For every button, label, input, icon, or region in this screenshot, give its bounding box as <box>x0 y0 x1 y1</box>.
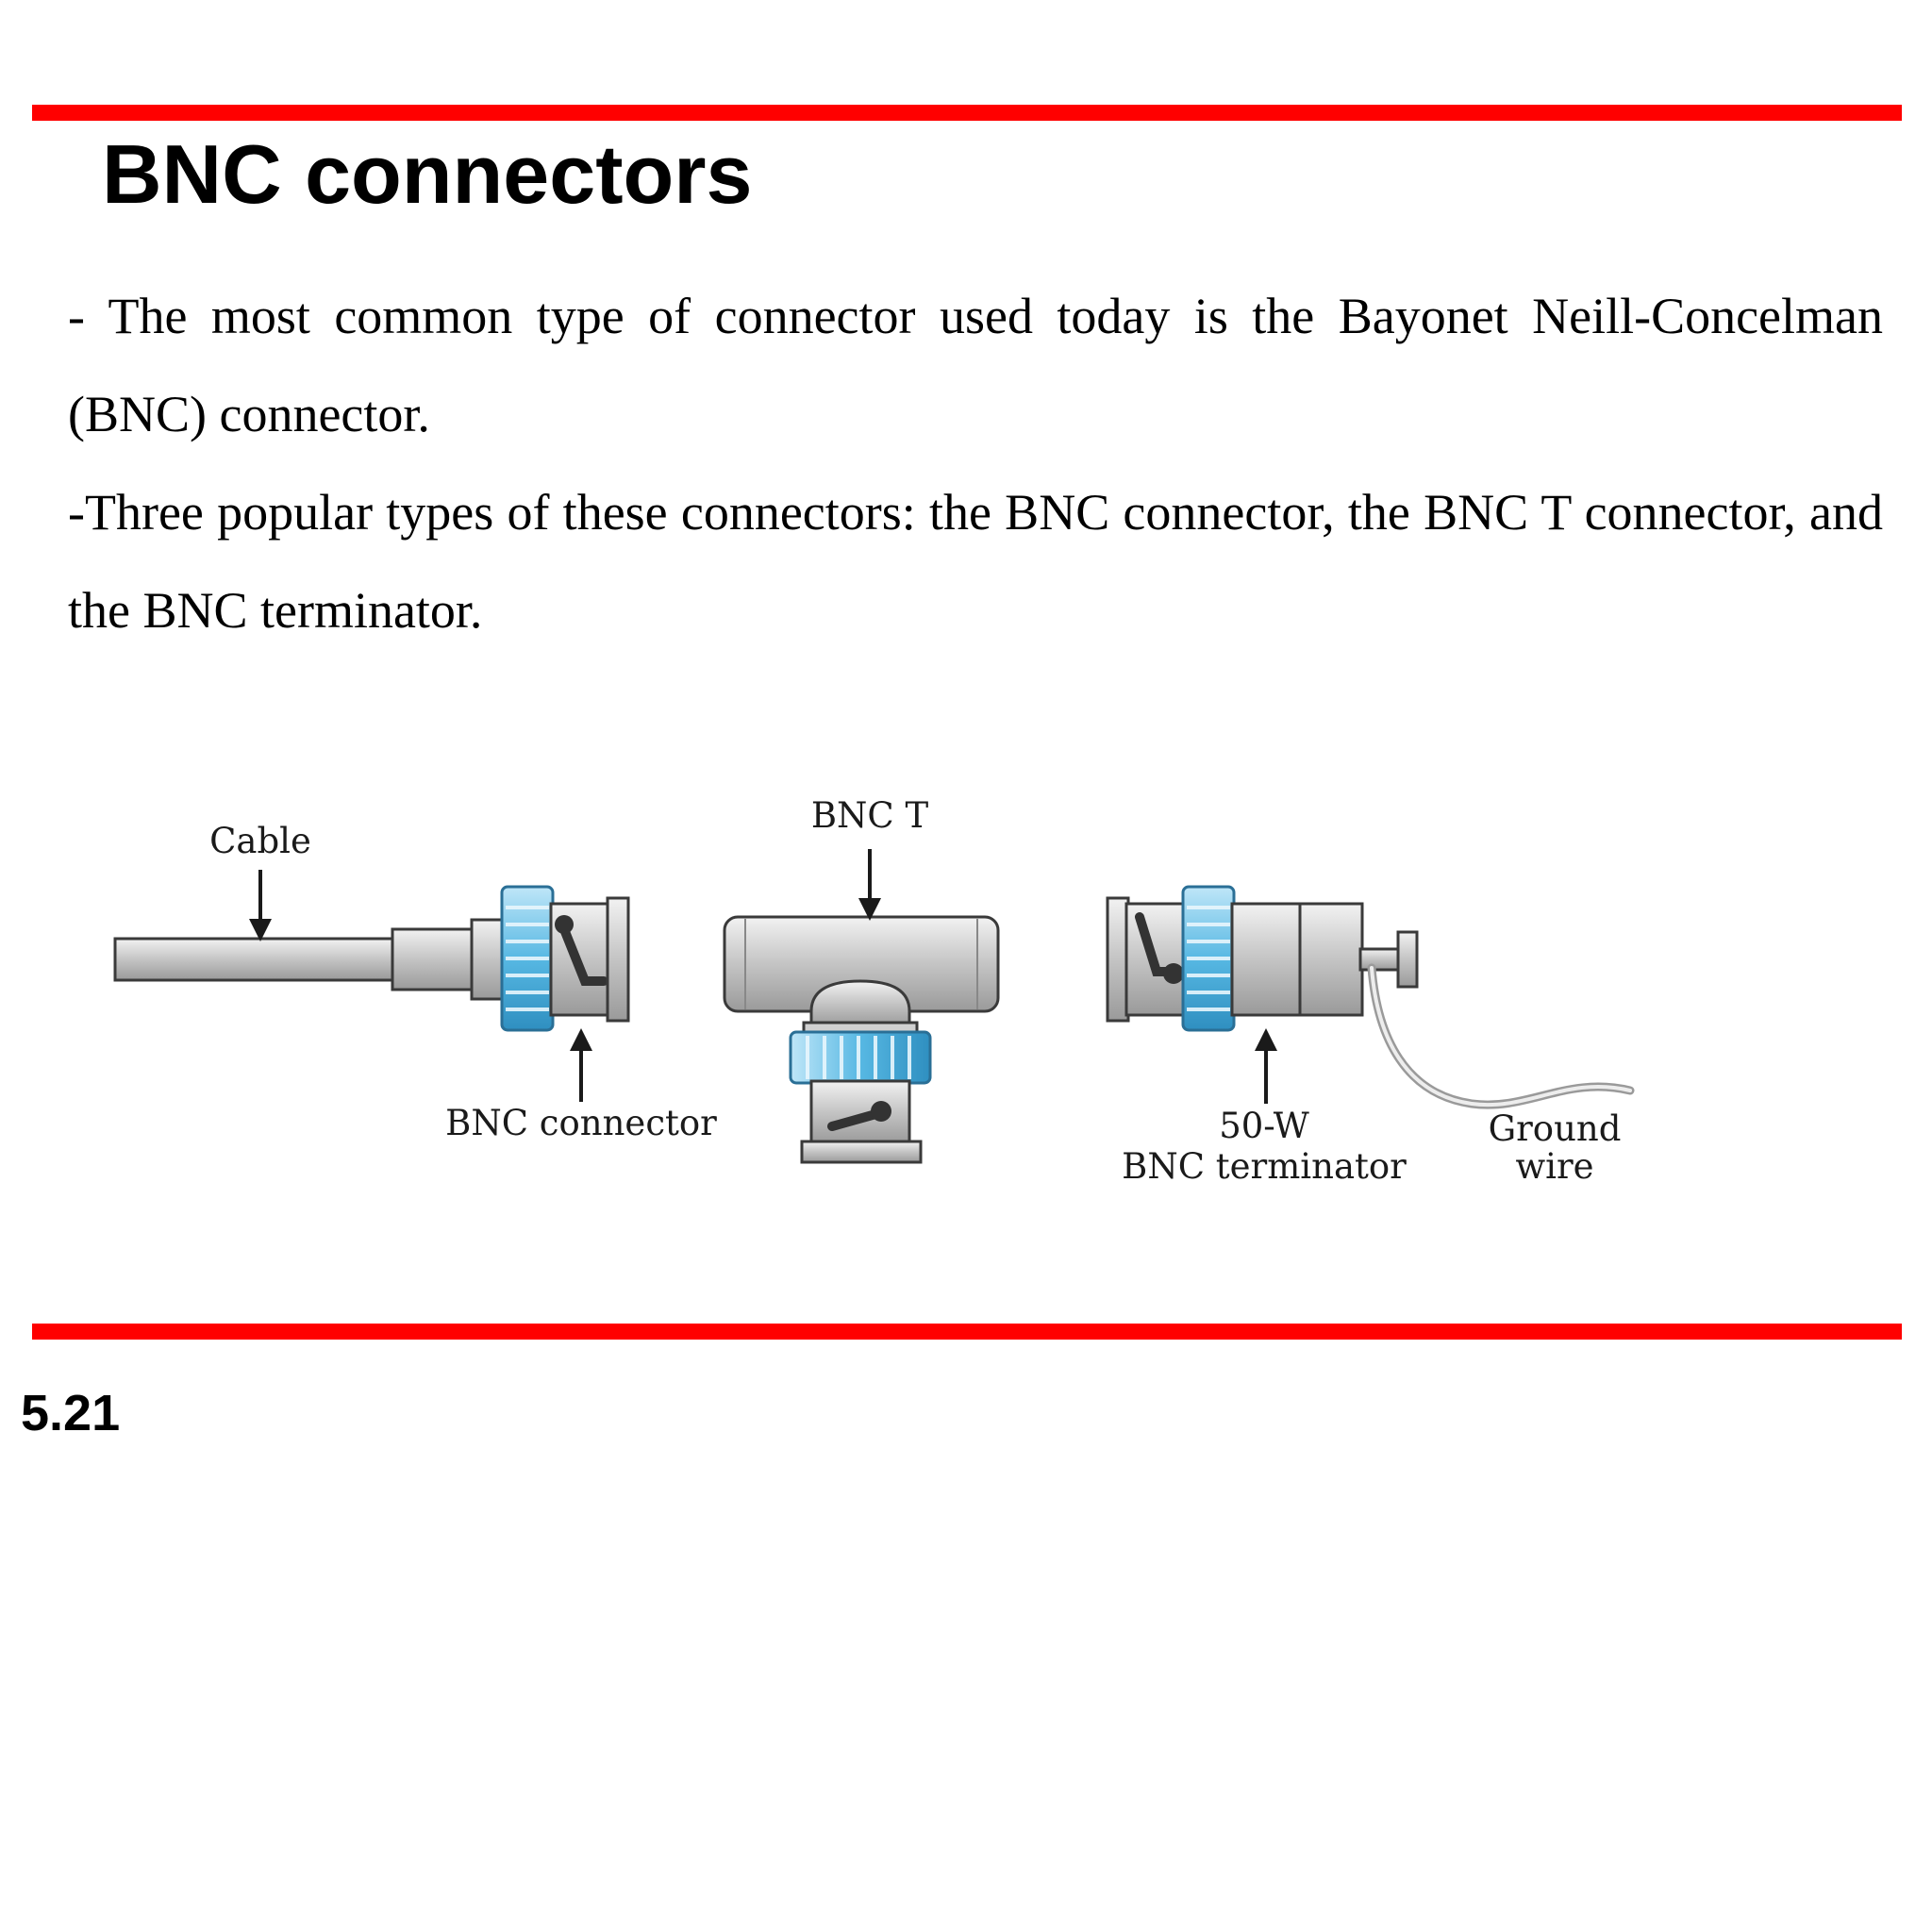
label-bnc-connector: BNC connector <box>445 1103 717 1143</box>
bottom-red-rule <box>32 1324 1902 1340</box>
bayonet-slot <box>558 920 608 986</box>
t-lower-body <box>809 1079 911 1145</box>
bnc-connector-drawing <box>113 885 630 1032</box>
bullet-list: - The most common type of connector used… <box>68 267 1883 659</box>
label-terminator: BNC terminator <box>1122 1146 1407 1187</box>
bullet-item: -Three popular types of these connectors… <box>68 484 1883 639</box>
connector-tip <box>606 896 630 1023</box>
slide-title: BNC connectors <box>102 127 753 221</box>
cable <box>113 937 400 982</box>
ground-wire <box>1367 963 1635 1109</box>
bnc-connectors-illustration: Cable BNC T BNC connector 50-W BNC termi… <box>94 792 1679 1217</box>
slide-number: 5.21 <box>21 1385 121 1441</box>
top-red-rule <box>32 105 1902 121</box>
bnc-terminator-drawing <box>1106 885 1635 1109</box>
crimp-sleeve <box>470 918 506 1001</box>
cable-boot <box>391 927 479 991</box>
label-bnc-t: BNC T <box>811 795 929 836</box>
bnc-t-drawing <box>723 915 1000 1164</box>
label-terminator-value: 50-W <box>1219 1106 1309 1146</box>
bullet-item: - The most common type of connector used… <box>68 288 1883 442</box>
t-base <box>800 1140 923 1164</box>
label-cable: Cable <box>209 821 311 861</box>
terminator-resistor-body <box>1230 902 1364 1017</box>
t-stem <box>809 979 911 1028</box>
label-ground: Ground <box>1489 1108 1622 1149</box>
label-wire: wire <box>1515 1146 1593 1187</box>
